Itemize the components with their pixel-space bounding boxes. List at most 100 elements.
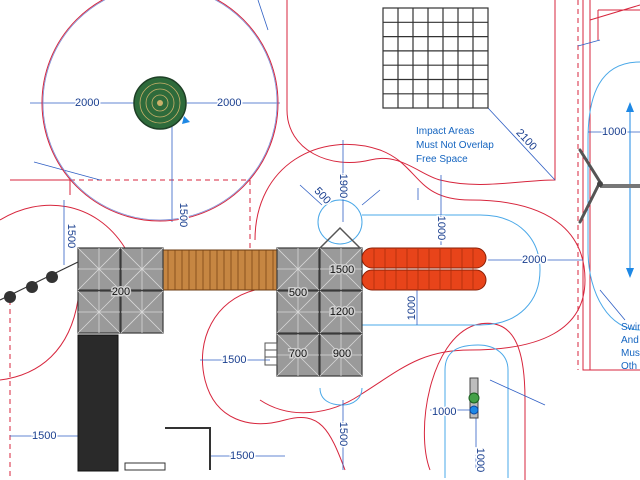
free-space-small-play <box>444 344 509 478</box>
roof-peak <box>319 226 361 249</box>
spinner-hub <box>157 100 163 106</box>
deck-label-1200: 1200 <box>330 306 354 318</box>
dimension-labels: 2000 2000 1500 1500 2100 1900 500 1000 2… <box>31 95 628 473</box>
dim-slide-right: 2000 <box>522 254 546 266</box>
slide-body-bottom <box>361 269 487 291</box>
deck-labels: 200 500 1500 1200 700 900 <box>110 262 355 361</box>
deck-tile-pattern <box>120 247 164 291</box>
free-space-slide <box>362 214 541 326</box>
spinner-impact-circle-inner <box>42 0 278 221</box>
impact-area-top-right <box>597 9 640 40</box>
dim-small-play-v: 1000 <box>474 448 486 472</box>
bridge <box>162 249 278 291</box>
dim-line-top-left <box>257 0 269 31</box>
impact-note-line-3: Free Space <box>416 154 468 165</box>
dim-slide-lower: 1000 <box>406 296 418 320</box>
impact-area-net <box>286 0 556 185</box>
deck-tile-pattern <box>276 247 320 291</box>
spinner-ring-3 <box>151 94 169 112</box>
swing-note-line-2: And <box>621 335 639 346</box>
swing-arrow-down-icon <box>626 268 634 278</box>
impact-area-deck-loop <box>201 289 346 471</box>
impact-area-left-arc <box>0 204 126 249</box>
deck-label-700: 700 <box>289 348 307 360</box>
impact-dashed-top-left <box>70 179 251 248</box>
swing-hub <box>597 181 603 187</box>
rope-bead-3 <box>46 271 58 283</box>
swing-note-line-3: Mus <box>621 348 640 359</box>
free-space-deck-arc <box>319 387 363 406</box>
impact-note-line-1: Impact Areas <box>416 126 474 137</box>
spinner-rotation-arrow-icon <box>182 116 190 124</box>
dim-line-net-diagonal <box>487 107 556 181</box>
free-space-small-circle <box>317 199 363 245</box>
small-play-element <box>468 392 480 404</box>
dim-lower-left: 1500 <box>32 430 56 442</box>
dim-lower-bottom: 1500 <box>230 450 254 462</box>
deck-tiles <box>77 247 363 377</box>
deck-label-200: 200 <box>112 286 130 298</box>
dim-slide-vertical: 1000 <box>435 216 447 240</box>
net-grid <box>383 8 488 108</box>
dim-deck-bottom-left: 1500 <box>222 354 246 366</box>
deck-label-900: 900 <box>333 348 351 360</box>
dim-small-play-h: 1000 <box>432 406 456 418</box>
dim-spinner-bottom: 1500 <box>177 203 189 227</box>
deck-tile-pattern <box>276 333 320 377</box>
deck-tile-pattern <box>319 290 363 334</box>
net-frame <box>382 7 489 109</box>
dim-spinner-right: 2000 <box>217 97 241 109</box>
free-space-outlines <box>317 61 640 478</box>
swing-area <box>578 102 640 278</box>
ladder <box>264 342 278 366</box>
access-ramp <box>77 334 119 472</box>
slide-ribs <box>373 249 474 289</box>
spinner-impact-circle-outer <box>41 0 279 222</box>
dim-small-circle: 500 <box>312 185 333 207</box>
swing-note-line-1: Swin <box>621 322 640 333</box>
bridge-slats <box>167 250 274 290</box>
dim-line-small-circle <box>299 184 323 206</box>
swing-note: Swin And Mus Oth <box>621 322 640 372</box>
deck-tile-pattern <box>77 247 121 291</box>
climbing-net <box>382 7 489 109</box>
dim-line-spinner-diag <box>33 161 101 181</box>
impact-area-spinner <box>10 179 71 195</box>
deck-label-500: 500 <box>289 287 307 299</box>
dim-center-vertical: 1900 <box>337 174 349 198</box>
deck-tile-pattern <box>319 247 363 291</box>
dim-swing-right: 1000 <box>602 126 626 138</box>
dim-line-top-right <box>577 39 601 47</box>
dim-spinner-left: 2000 <box>75 97 99 109</box>
small-play-element-2 <box>469 405 479 415</box>
spinner-ring-2 <box>145 88 175 118</box>
deck-label-1500: 1500 <box>330 264 354 276</box>
dim-line-swing-note <box>599 289 626 321</box>
dim-left-vertical: 1500 <box>65 224 77 248</box>
deck-tile-pattern <box>276 290 320 334</box>
impact-area-center-loop <box>254 143 586 414</box>
spinner-area <box>41 0 279 222</box>
dim-line-impact-note <box>361 189 381 206</box>
deck-tile-pattern <box>120 290 164 334</box>
dim-line-small-play-diag <box>489 379 546 406</box>
impact-area-left-lower <box>0 299 79 381</box>
free-space-swing <box>587 61 640 331</box>
rope-bead-2 <box>26 281 38 293</box>
rope-bead-1 <box>4 291 16 303</box>
play-structure <box>77 226 487 472</box>
dimension-lines <box>10 0 640 470</box>
lower-panel <box>165 427 211 470</box>
deck-tile-pattern <box>77 290 121 334</box>
swing-arrow-up-icon <box>626 102 634 112</box>
swing-note-line-4: Oth <box>621 361 637 372</box>
slide-body-top <box>361 247 487 269</box>
impact-note-line-2: Must Not Overlap <box>416 140 494 151</box>
spinner-ring-1 <box>139 82 181 124</box>
impact-note: Impact Areas Must Not Overlap Free Space <box>416 126 494 165</box>
lower-bench <box>124 462 166 471</box>
dim-bottom-center: 1500 <box>337 422 349 446</box>
rope-chain <box>0 261 79 303</box>
